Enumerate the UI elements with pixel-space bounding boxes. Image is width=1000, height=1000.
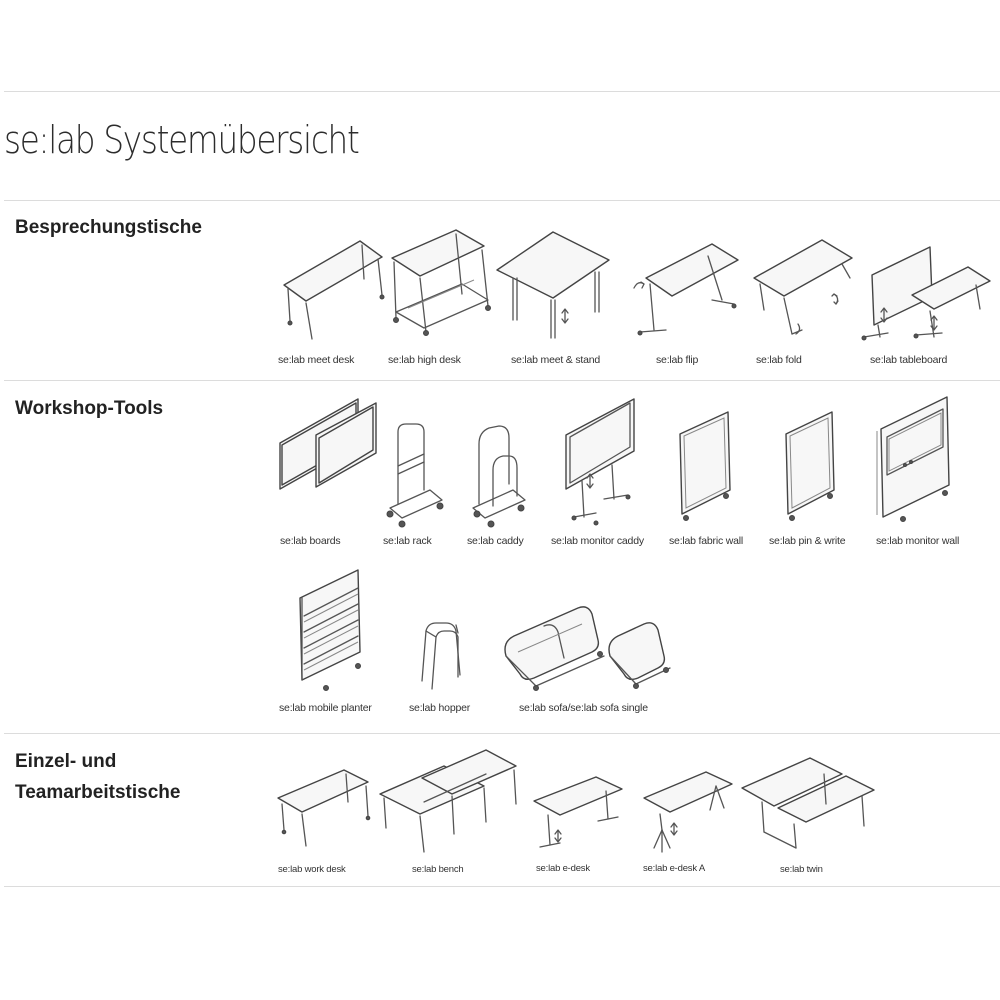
- product-flip[interactable]: se:lab flip: [632, 238, 742, 375]
- bench-drawing-icon: [379, 749, 517, 853]
- monitor-wall-drawing-icon: [876, 396, 950, 522]
- product-label: se:lab meet desk: [278, 354, 355, 366]
- caddy-drawing-icon: [472, 425, 526, 528]
- product-label: se:lab caddy: [467, 535, 524, 547]
- product-label: se:lab twin: [780, 864, 823, 875]
- product-sofa[interactable]: se:lab sofa/se:lab sofa single: [498, 600, 698, 718]
- product-label: se:lab mobile planter: [279, 702, 372, 714]
- e-desk-a-drawing-icon: [643, 771, 733, 853]
- section-heading-desks: Einzel- und Teamarbeitstische: [15, 746, 180, 808]
- section-heading-meeting: Besprechungstische: [15, 217, 202, 238]
- product-tableboard[interactable]: se:lab tableboard: [858, 245, 993, 375]
- divider-workshop: [4, 733, 1000, 734]
- product-e-desk-a[interactable]: se:lab e-desk A: [640, 768, 740, 878]
- product-hopper[interactable]: se:lab hopper: [408, 615, 478, 718]
- flip-table-drawing-icon: [633, 243, 739, 336]
- section-heading-desks-line1: Einzel- und: [15, 751, 117, 772]
- product-high-desk[interactable]: se:lab high desk: [388, 228, 498, 375]
- product-meet-desk[interactable]: se:lab meet desk: [278, 235, 388, 375]
- product-monitor-wall[interactable]: se:lab monitor wall: [875, 395, 985, 550]
- meet-desk-drawing-icon: [283, 240, 385, 340]
- boards-drawing-icon: [279, 398, 377, 490]
- rack-drawing-icon: [386, 423, 444, 528]
- work-desk-drawing-icon: [277, 769, 371, 847]
- high-desk-drawing-icon: [391, 229, 491, 336]
- page-title: se:lab Systemübersicht: [4, 118, 360, 162]
- product-meet-stand[interactable]: se:lab meet & stand: [495, 230, 620, 375]
- product-fabric-wall[interactable]: se:lab fabric wall: [668, 410, 758, 550]
- divider-top: [4, 91, 1000, 92]
- product-label: se:lab boards: [280, 535, 341, 547]
- product-label: se:lab e-desk A: [643, 863, 705, 874]
- twin-desk-drawing-icon: [741, 757, 875, 849]
- product-fold[interactable]: se:lab fold: [752, 238, 862, 375]
- product-label: se:lab e-desk: [536, 863, 590, 874]
- fabric-wall-drawing-icon: [679, 411, 731, 521]
- monitor-caddy-drawing-icon: [565, 398, 635, 526]
- sofa-drawing-icon: [504, 606, 671, 691]
- product-label: se:lab high desk: [388, 354, 461, 366]
- mobile-planter-drawing-icon: [299, 569, 361, 691]
- e-desk-drawing-icon: [533, 776, 623, 848]
- product-bench[interactable]: se:lab bench: [378, 748, 523, 878]
- section-heading-workshop: Workshop-Tools: [15, 398, 164, 419]
- product-work-desk[interactable]: se:lab work desk: [274, 768, 374, 878]
- product-label: se:lab flip: [656, 354, 699, 366]
- divider-bottom: [4, 886, 1000, 887]
- meet-stand-drawing-icon: [496, 231, 610, 339]
- product-rack[interactable]: se:lab rack: [380, 420, 445, 550]
- product-label: se:lab bench: [412, 864, 464, 875]
- fold-table-drawing-icon: [753, 239, 853, 335]
- product-mobile-planter[interactable]: se:lab mobile planter: [278, 568, 388, 718]
- pin-write-drawing-icon: [785, 411, 835, 521]
- product-label: se:lab fabric wall: [669, 535, 744, 547]
- product-label: se:lab pin & write: [769, 535, 846, 547]
- product-monitor-caddy[interactable]: se:lab monitor caddy: [550, 395, 660, 550]
- product-pin-write[interactable]: se:lab pin & write: [768, 410, 858, 550]
- tableboard-drawing-icon: [861, 246, 991, 341]
- product-caddy[interactable]: se:lab caddy: [463, 420, 543, 550]
- product-label: se:lab rack: [383, 535, 432, 547]
- product-label: se:lab tableboard: [870, 354, 948, 366]
- divider-meeting: [4, 380, 1000, 381]
- divider-title: [4, 200, 1000, 201]
- product-e-desk[interactable]: se:lab e-desk: [530, 775, 630, 878]
- product-label: se:lab fold: [756, 354, 802, 366]
- hopper-drawing-icon: [421, 622, 461, 690]
- product-label: se:lab sofa/se:lab sofa single: [519, 702, 648, 714]
- product-label: se:lab meet & stand: [511, 354, 601, 366]
- product-label: se:lab monitor wall: [876, 535, 960, 547]
- section-heading-desks-line2: Teamarbeitstische: [15, 782, 181, 803]
- product-label: se:lab work desk: [278, 864, 346, 875]
- product-label: se:lab hopper: [409, 702, 471, 714]
- product-twin[interactable]: se:lab twin: [740, 752, 890, 878]
- product-label: se:lab monitor caddy: [551, 535, 644, 547]
- product-boards[interactable]: se:lab boards: [278, 395, 383, 550]
